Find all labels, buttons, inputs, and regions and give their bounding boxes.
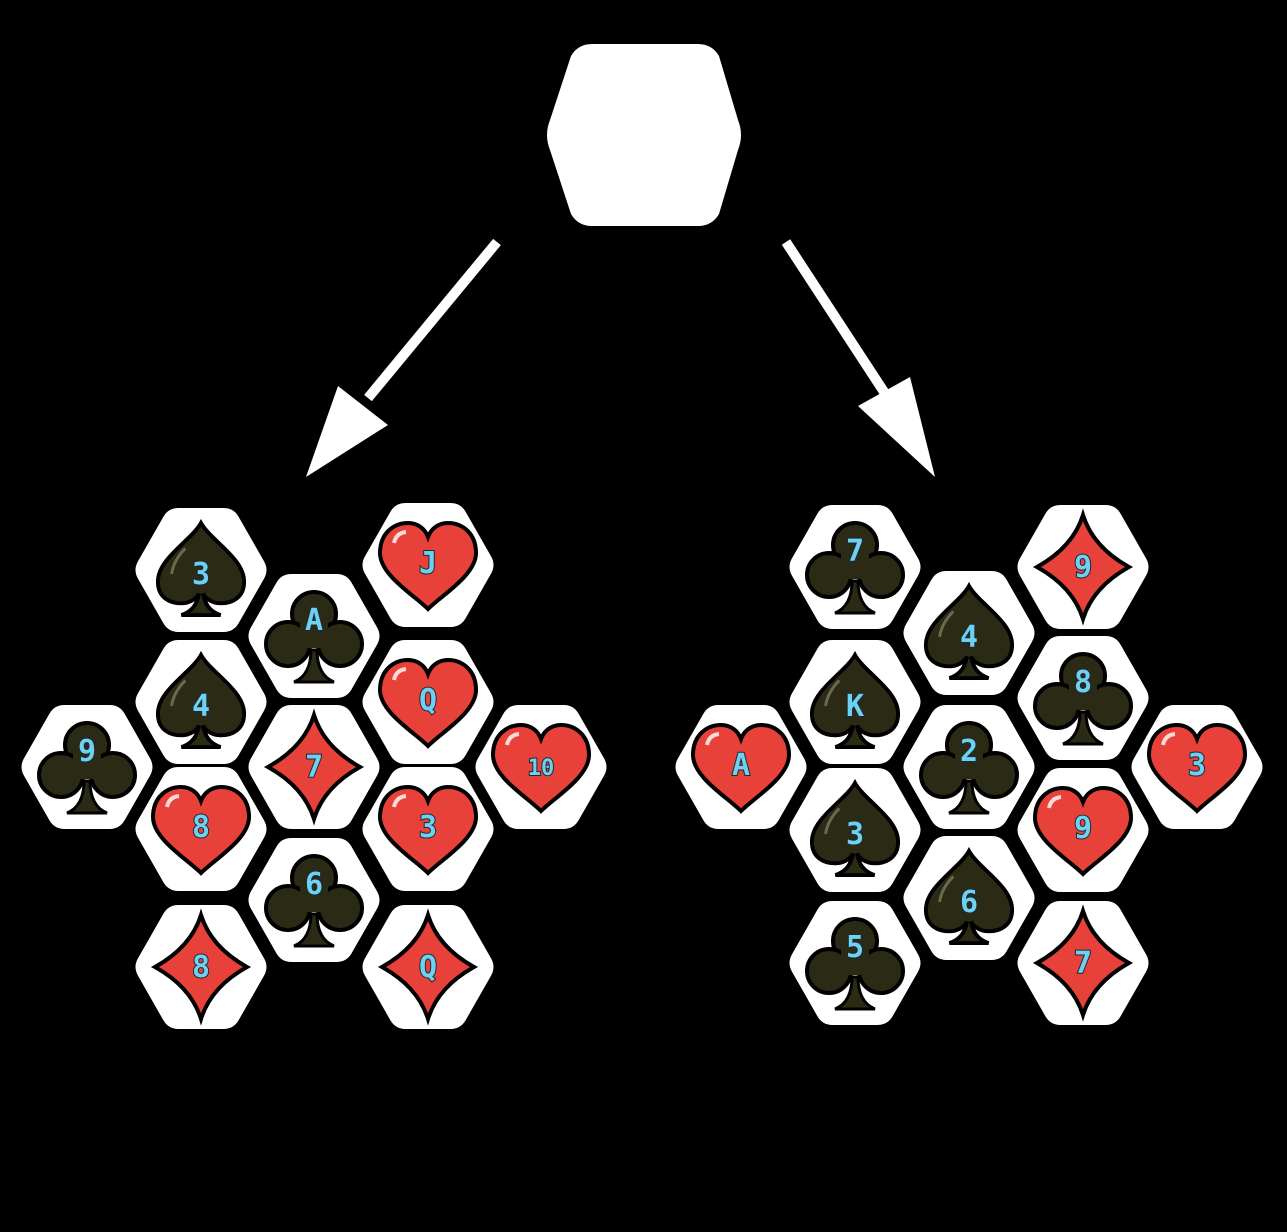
tile-club-6[interactable]: 6 <box>248 838 380 962</box>
diamond-icon <box>263 708 365 826</box>
tile-diamond-8[interactable]: 8 <box>135 905 267 1029</box>
spade-icon <box>923 581 1015 681</box>
source-tile[interactable] <box>547 44 741 226</box>
tile-rank: 4 <box>192 689 210 724</box>
tile-rank: 9 <box>1074 811 1092 846</box>
tile-rank: J <box>419 546 437 581</box>
tile-club-2[interactable]: 2 <box>903 705 1035 829</box>
tile-club-8[interactable]: 8 <box>1017 636 1149 760</box>
club-icon <box>805 521 905 615</box>
club-icon <box>1033 652 1133 746</box>
tile-rank: 9 <box>78 734 96 769</box>
tile-rank: 6 <box>305 867 323 902</box>
tile-spade-4[interactable]: 4 <box>135 640 267 764</box>
tile-rank: 6 <box>960 885 978 920</box>
tile-spade-3[interactable]: 3 <box>135 508 267 632</box>
club-icon <box>37 721 137 815</box>
tile-club-9[interactable]: 9 <box>21 705 153 829</box>
tile-heart-j[interactable]: J <box>362 503 494 627</box>
heart-icon <box>1146 722 1248 814</box>
tile-rank: 4 <box>960 620 978 655</box>
tile-rank: A <box>305 603 323 638</box>
tile-rank: 3 <box>419 810 437 845</box>
tile-heart-3[interactable]: 3 <box>1131 705 1263 829</box>
diamond-icon <box>377 908 479 1026</box>
right-board: 7 9 4K 8A 2 3 3 9 6 5 7 <box>675 505 1263 1025</box>
tile-rank: 8 <box>192 810 210 845</box>
tile-club-a[interactable]: A <box>248 574 380 698</box>
heart-icon <box>377 657 479 749</box>
tile-rank: 3 <box>846 817 864 852</box>
tile-rank: 10 <box>528 756 555 781</box>
diamond-icon <box>1032 904 1134 1022</box>
tile-spade-4[interactable]: 4 <box>903 571 1035 695</box>
tile-diamond-q[interactable]: Q <box>362 905 494 1029</box>
club-icon <box>805 917 905 1011</box>
tile-rank: K <box>846 689 864 724</box>
spade-icon <box>155 650 247 750</box>
tile-rank: 8 <box>1074 665 1092 700</box>
arrow-right <box>781 239 935 477</box>
tile-diamond-9[interactable]: 9 <box>1017 505 1149 629</box>
heart-icon <box>490 722 592 814</box>
tile-rank: 9 <box>1074 550 1092 585</box>
spade-icon <box>809 650 901 750</box>
tile-spade-k[interactable]: K <box>789 640 921 764</box>
tile-rank: 2 <box>960 734 978 769</box>
tile-heart-9[interactable]: 9 <box>1017 768 1149 892</box>
tile-heart-q[interactable]: Q <box>362 640 494 764</box>
club-icon <box>919 721 1019 815</box>
tile-rank: Q <box>419 683 437 718</box>
diamond-icon <box>150 908 252 1026</box>
arrow-left <box>306 238 501 477</box>
tile-diamond-7[interactable]: 7 <box>248 705 380 829</box>
spade-icon <box>809 778 901 878</box>
heart-icon <box>1032 785 1134 877</box>
source-tile-hex[interactable] <box>547 44 741 226</box>
tile-club-5[interactable]: 5 <box>789 901 921 1025</box>
tile-rank: 3 <box>192 557 210 592</box>
tile-rank: 8 <box>192 950 210 985</box>
tile-heart-a[interactable]: A <box>675 705 807 829</box>
tile-club-7[interactable]: 7 <box>789 505 921 629</box>
heart-icon <box>150 784 252 876</box>
tile-spade-6[interactable]: 6 <box>903 836 1035 960</box>
tile-rank: Q <box>419 950 437 985</box>
tile-rank: A <box>732 748 750 783</box>
spade-icon <box>923 846 1015 946</box>
heart-icon <box>377 520 479 612</box>
heart-icon <box>377 784 479 876</box>
tile-rank: 5 <box>846 930 864 965</box>
tile-spade-3[interactable]: 3 <box>789 768 921 892</box>
club-icon <box>264 854 364 948</box>
club-icon <box>264 590 364 684</box>
tile-rank: 7 <box>1074 946 1092 981</box>
tile-rank: 7 <box>846 534 864 569</box>
spade-icon <box>155 518 247 618</box>
diamond-icon <box>1032 508 1134 626</box>
tile-diamond-7[interactable]: 7 <box>1017 901 1149 1025</box>
heart-icon <box>690 722 792 814</box>
tile-rank: 7 <box>305 750 323 785</box>
tile-heart-10[interactable]: 10 <box>475 705 607 829</box>
tile-heart-3[interactable]: 3 <box>362 767 494 891</box>
tile-heart-8[interactable]: 8 <box>135 767 267 891</box>
tile-rank: 3 <box>1188 748 1206 783</box>
